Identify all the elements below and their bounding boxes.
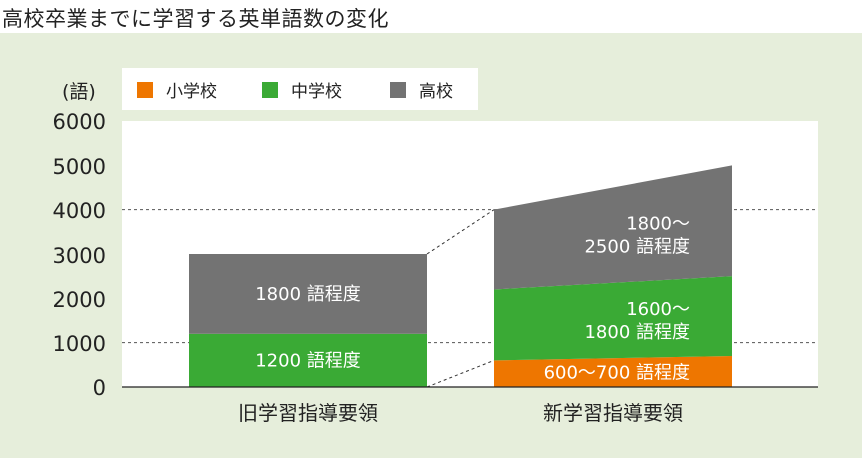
bar-segment-old-high-school	[189, 254, 427, 334]
legend-box	[122, 68, 478, 110]
connector-line-top	[426, 209, 495, 255]
segment-label-old-high-school: 1800 語程度	[255, 284, 361, 305]
legend-swatch-junior-high	[262, 82, 278, 98]
y-tick-label: 4000	[53, 199, 106, 223]
bar-segment-new-high-school	[494, 165, 732, 290]
legend-label-junior-high: 中学校	[291, 82, 342, 102]
legend-swatch-elementary	[137, 82, 153, 98]
legend-label-high-school: 高校	[419, 82, 453, 102]
legend-swatch-high-school	[390, 82, 406, 98]
y-tick-label: 2000	[53, 288, 106, 312]
segment-label-new-junior-high: 1800 語程度	[584, 322, 690, 343]
page-title: 高校卒業までに学習する英単語数の変化	[2, 7, 389, 31]
segment-label-old-junior-high: 1200 語程度	[255, 350, 361, 371]
category-label-new: 新学習指導要領	[543, 401, 683, 425]
y-tick-label: 6000	[53, 110, 106, 134]
bars	[189, 165, 732, 387]
y-tick-label: 5000	[53, 155, 106, 179]
segment-label-new-high-school: 1800〜	[626, 214, 690, 235]
connector-lines	[426, 209, 495, 388]
legend-label-elementary: 小学校	[166, 82, 217, 102]
y-axis-unit-label: (語)	[62, 81, 96, 103]
connector-line-bottom	[426, 359, 495, 388]
y-tick-label: 1000	[53, 332, 106, 356]
segment-label-new-high-school: 2500 語程度	[584, 237, 690, 258]
bar-segment-new-elementary	[494, 355, 732, 387]
y-tick-label: 0	[93, 376, 106, 400]
bar-segment-new-junior-high	[494, 276, 732, 361]
y-axis-ticks: 6000 5000 4000 3000 2000 1000 0	[53, 110, 106, 400]
legend: 小学校 中学校 高校	[122, 68, 478, 110]
segment-label-new-junior-high: 1600〜	[626, 299, 690, 320]
segment-label-new-elementary: 600〜700 語程度	[544, 363, 690, 384]
bar-segment-old-junior-high	[189, 333, 427, 387]
y-tick-label: 3000	[53, 244, 106, 268]
category-label-old: 旧学習指導要領	[238, 401, 378, 425]
